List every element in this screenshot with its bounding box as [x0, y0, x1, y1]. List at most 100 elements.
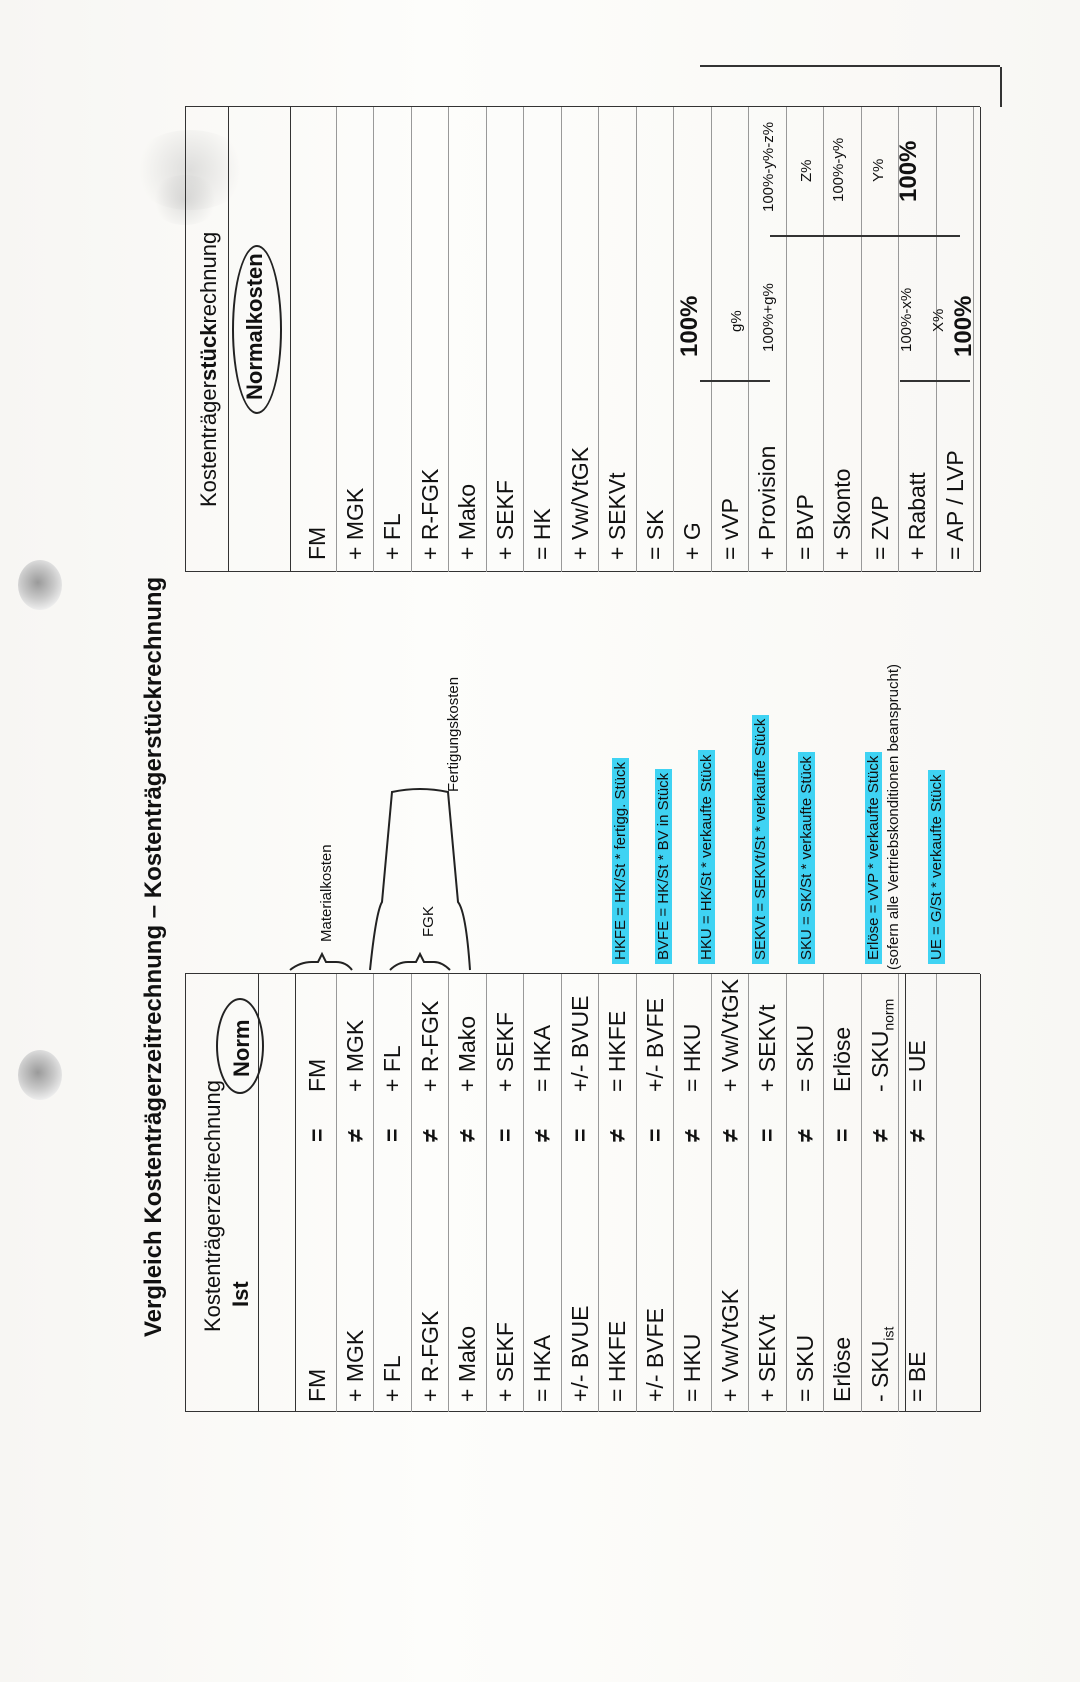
left-norm-text: +/- BVFE: [641, 998, 668, 1092]
left-norm-text: FM: [304, 1058, 330, 1092]
right-header-post: rechnung: [196, 231, 221, 324]
left-norm-text: +/- BVUE: [566, 995, 593, 1092]
left-norm-text: + FL: [379, 1045, 405, 1092]
left-row-divider: [485, 974, 487, 1412]
left-ist-cell: = SKU: [792, 1335, 819, 1402]
right-row-label: = ZVP: [866, 495, 893, 560]
left-ist-cell: FM: [304, 1369, 331, 1402]
left-row-divider: [823, 974, 824, 1412]
right-row-divider: [935, 107, 937, 572]
left-op-cell: =: [566, 1128, 593, 1142]
left-norm-cell: +/- BVFE: [642, 998, 669, 1092]
left-ist-cell: + FL: [379, 1355, 406, 1402]
col-ist: Ist: [228, 1281, 253, 1307]
left-ist-text: + MGK: [341, 1329, 368, 1402]
left-op-cell: ≠: [341, 1129, 368, 1142]
left-ist-text: + Vw/VtGK: [716, 1288, 743, 1402]
pct-prov: Z%: [798, 159, 815, 183]
left-op-cell: =: [491, 1128, 518, 1142]
right-row-label: + SEKVt: [604, 472, 630, 560]
right-row-label: + MGK: [341, 487, 368, 560]
left-ist-text: + Mako: [454, 1325, 480, 1402]
right-table-header: Kostenträgerstückrechnung: [196, 232, 222, 507]
left-norm-sub: norm: [880, 998, 897, 1031]
left-norm-cell: = UE: [904, 1040, 931, 1092]
left-norm-text: = SKU: [791, 1024, 818, 1092]
right-row-label: + R-FGK: [416, 468, 443, 560]
punch-hole-top: [18, 560, 62, 610]
left-ist-cell: +/- BVUE: [567, 1305, 594, 1402]
left-norm-text: + SEKF: [491, 1012, 518, 1092]
left-norm-cell: + FL: [379, 1045, 406, 1092]
left-ist-text: = SKU: [791, 1334, 818, 1402]
formula-bvfe: BVFE = HK/St * BV in Stück: [655, 768, 672, 964]
left-norm-cell: +/- BVUE: [567, 995, 594, 1092]
left-ist-text: - SKU: [866, 1340, 893, 1402]
left-ist-cell: + MGK: [342, 1330, 369, 1402]
right-row-divider: [373, 107, 374, 572]
pct-rabatt: X%: [930, 308, 947, 332]
braces-svg: [289, 788, 471, 971]
left-row-divider: [373, 974, 374, 1412]
right-row-divider: [748, 107, 749, 572]
right-row-divider: [485, 107, 487, 572]
left-row-divider: [335, 974, 337, 1412]
right-row-divider: [560, 107, 562, 572]
right-row-divider: [860, 107, 862, 572]
pct-vvp: 100%+g%: [760, 283, 777, 352]
left-ist-text: + FL: [379, 1355, 405, 1402]
pct-zvp: 100%-x%: [898, 287, 915, 352]
left-op-cell: ≠: [716, 1129, 743, 1142]
formula-sku: SKU = SK/St * verkaufte Stück: [798, 752, 815, 964]
left-op-cell: ≠: [791, 1129, 818, 1142]
left-ist-text: = HKU: [679, 1333, 705, 1402]
left-norm-text: = UE: [904, 1040, 930, 1092]
right-header-bold: stück: [196, 323, 221, 382]
left-row-divider: [635, 974, 637, 1412]
left-ist-cell: = BE: [904, 1351, 931, 1402]
left-norm-cell: = HKA: [529, 1025, 556, 1092]
left-op-cell: ≠: [904, 1129, 930, 1142]
left-row-divider: [448, 974, 449, 1412]
left-row-divider: [673, 974, 674, 1412]
left-norm-text: Erlöse: [829, 1026, 855, 1092]
right-row-label: = HK: [529, 508, 555, 560]
left-norm-cell: = SKU: [792, 1025, 819, 1092]
left-op-cell: =: [379, 1128, 405, 1142]
right-row-label: + Vw/VtGK: [566, 446, 593, 560]
left-ist-cell: + Vw/VtGK: [717, 1289, 744, 1402]
left-norm-text: + SEKVt: [754, 1004, 780, 1092]
left-norm-cell: + Mako: [454, 1016, 481, 1092]
left-op-cell: =: [829, 1128, 855, 1142]
left-ist-text: FM: [304, 1368, 330, 1402]
arrow-ap-zvp: [900, 380, 970, 382]
right-row-label: = AP / LVP: [941, 450, 968, 560]
right-row-divider: [448, 107, 449, 572]
right-row-divider: [598, 107, 599, 572]
left-norm-cell: + SEKVt: [754, 1004, 781, 1092]
left-op-cell: ≠: [866, 1129, 893, 1142]
left-ist-cell: + SEKVt: [754, 1314, 781, 1402]
normalkosten-oval: [232, 245, 282, 414]
pct-g: g%: [728, 310, 745, 332]
left-norm-cell: - SKUnorm: [867, 999, 897, 1092]
left-norm-cell: + R-FGK: [417, 1001, 444, 1092]
right-row-divider: [823, 107, 824, 572]
right-row-divider: [335, 107, 337, 572]
left-ist-text: + R-FGK: [416, 1310, 443, 1402]
formula-hkfe: HKFE = HK/St * fertigg. Stück: [612, 758, 629, 964]
pct-bvp: 100%-y%: [830, 137, 847, 202]
page-title: Vergleich Kostenträgerzeitrechnung – Kos…: [140, 576, 167, 1337]
left-op-cell: ≠: [529, 1129, 555, 1142]
punch-hole-bottom: [18, 1050, 62, 1100]
formula-ue: UE = G/St * verkaufte Stück: [928, 770, 945, 964]
left-row-divider: [710, 974, 712, 1412]
left-row-divider: [860, 974, 862, 1412]
left-row-divider: [785, 974, 787, 1412]
left-row-divider: [935, 974, 937, 1412]
arrow-zvp-vvp: [770, 235, 960, 237]
right-row-label: + Mako: [454, 483, 480, 560]
left-ist-text: Erlöse: [829, 1336, 855, 1402]
left-row-divider: [748, 974, 749, 1412]
